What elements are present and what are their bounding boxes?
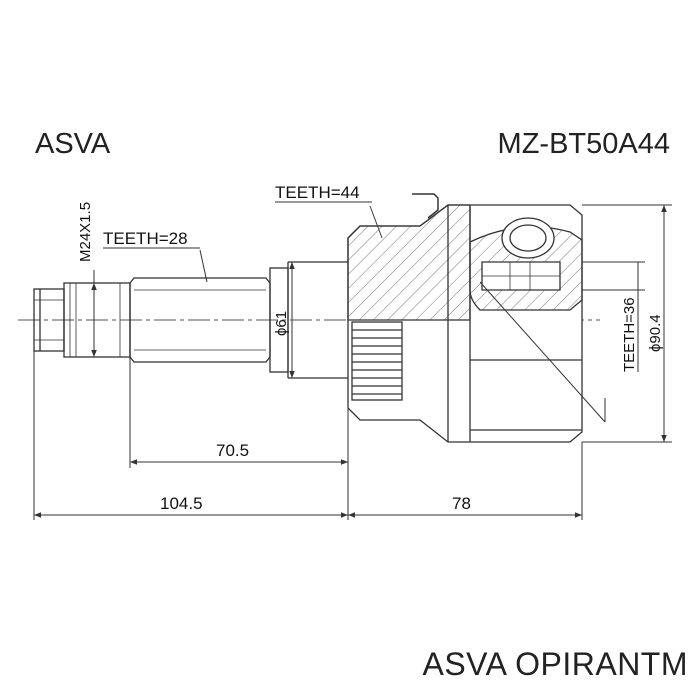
thread-label: M24X1.5 [77, 202, 94, 262]
brand-label: ASVA [35, 128, 111, 160]
footer-text: ASVA OPIRANTM [422, 646, 688, 682]
inner-race [469, 217, 583, 431]
teeth-inner-label: TEETH=36 [621, 297, 638, 372]
dust-shield [412, 193, 439, 219]
dim-horizontal [33, 351, 583, 520]
dia-small-label: ϕ61 [273, 311, 290, 336]
abs-ring [351, 321, 403, 401]
dia-large-label: ϕ90.4 [647, 314, 664, 352]
teeth-shaft-label: TEETH=28 [103, 229, 188, 248]
dim-78-label: 78 [452, 494, 471, 513]
dim-teeth36 [582, 261, 645, 372]
part-number: MZ-BT50A44 [497, 128, 670, 160]
ball-upper [501, 217, 555, 259]
dim-104-5-label: 104.5 [160, 494, 203, 513]
splined-shaft [129, 261, 348, 379]
teeth-outer-label: TEETH=44 [275, 183, 360, 202]
dim-70-5-label: 70.5 [216, 441, 249, 460]
dim-phi904 [582, 204, 672, 443]
leader-lines [199, 205, 606, 423]
